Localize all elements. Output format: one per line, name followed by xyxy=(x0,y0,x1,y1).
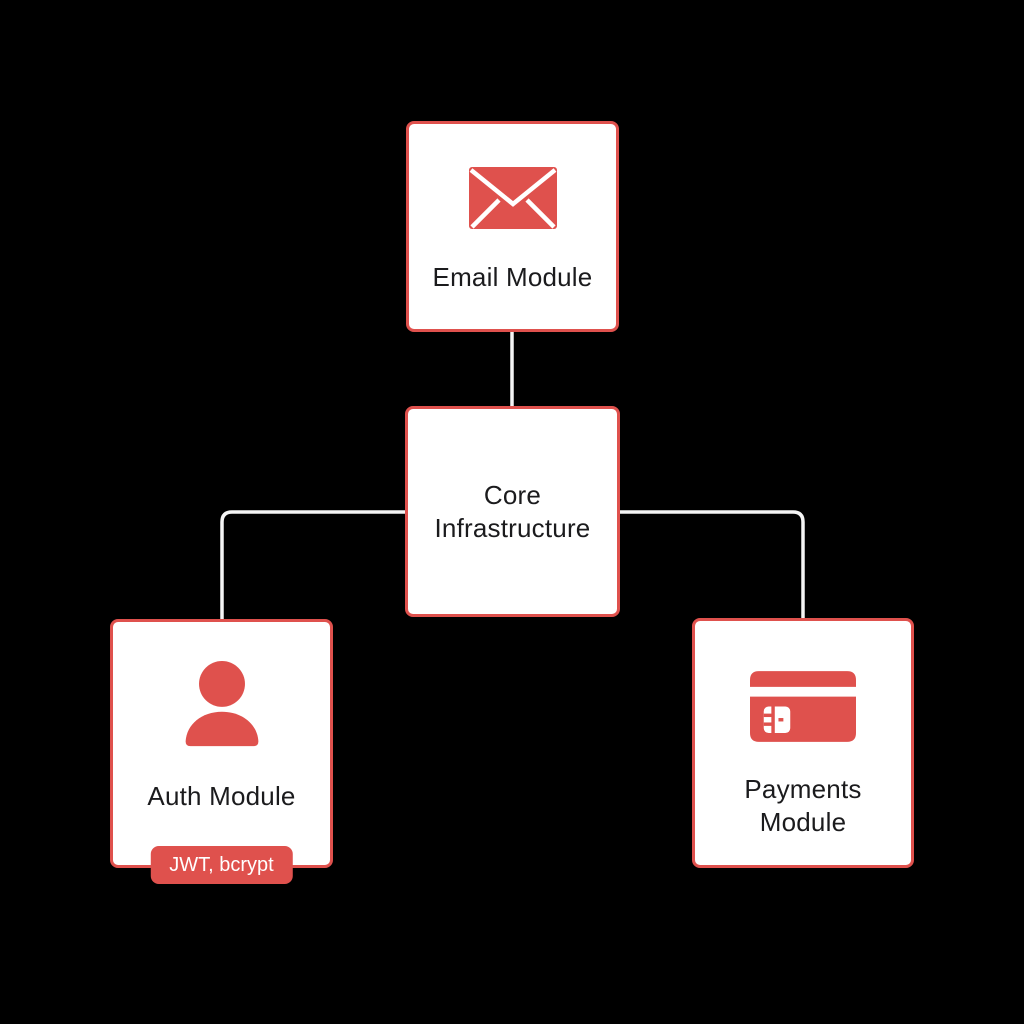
edge-core-to-auth xyxy=(220,510,406,621)
node-email-module: Email Module xyxy=(406,121,619,332)
credit-card-icon xyxy=(750,671,856,742)
node-auth-module: Auth Module JWT, bcrypt xyxy=(110,619,333,884)
node-payments-module: Payments Module xyxy=(692,618,914,868)
node-label-email-module: Email Module xyxy=(432,262,593,292)
node-label-core-infrastructure: Core Infrastructure xyxy=(434,480,591,543)
user-icon xyxy=(176,660,268,750)
auth-module-badge: JWT, bcrypt xyxy=(150,846,293,884)
envelope-icon xyxy=(468,167,557,229)
node-label-auth-module: Auth Module xyxy=(147,781,296,811)
node-core-infrastructure: Core Infrastructure xyxy=(405,406,620,617)
node-label-payments-module: Payments Module xyxy=(744,774,862,837)
edge-core-to-payments xyxy=(619,510,805,620)
